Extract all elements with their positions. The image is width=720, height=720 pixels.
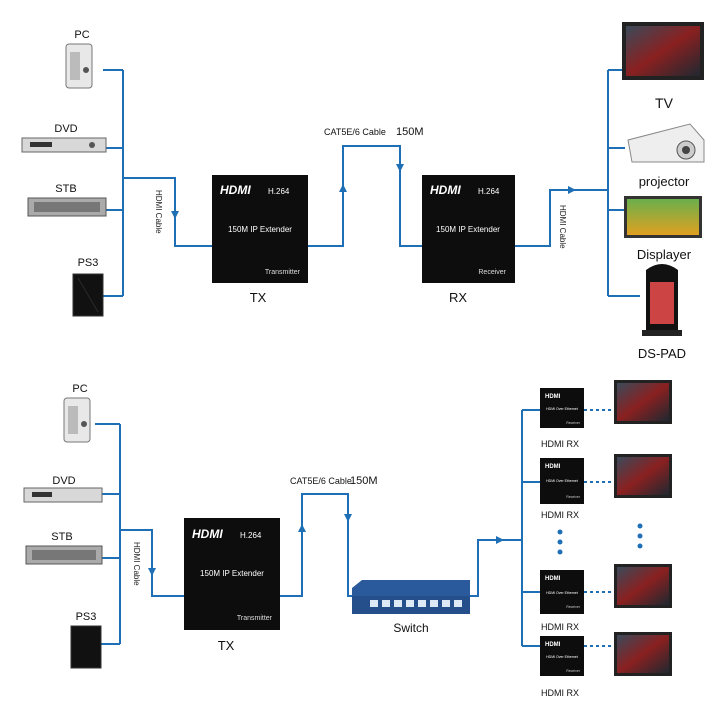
rx-unit-sub: Receiver [566, 669, 581, 673]
display-label-projector: projector [639, 174, 690, 189]
tx-caption: TX [250, 290, 267, 305]
tx-subtitle: Transmitter [265, 269, 301, 276]
top-diagram: PC DVD STB PS3 HDMI Cable HDMI H.264 [22, 22, 704, 361]
rx-unit-title: HDMI Over Ethernet [546, 479, 578, 483]
displayer-icon [624, 196, 702, 238]
rx-unit-brand: HDMI [545, 464, 561, 470]
top-rx-device: HDMI H.264 150M IP Extender Receiver [422, 175, 515, 283]
pc-tower-icon [66, 44, 92, 88]
rx-unit-brand: HDMI [545, 394, 561, 400]
rx-codec: H.264 [478, 187, 500, 196]
bottom-diagram: PC DVD STB PS3 HDMI Cable HDMI H.264 150… [24, 380, 672, 698]
b-stb-box-icon [26, 546, 102, 564]
tx-codec: H.264 [268, 187, 290, 196]
b-dvd-player-icon [24, 488, 102, 502]
tx-title: 150M IP Extender [228, 225, 292, 234]
tv-icon [614, 564, 672, 608]
cable-speed: 150M [396, 126, 424, 138]
switch-label: Switch [393, 621, 428, 635]
ellipsis-dots [558, 524, 643, 555]
source-label-stb: STB [55, 183, 76, 195]
dvd-player-icon [22, 138, 106, 152]
receiver-label: HDMI RX [541, 510, 579, 520]
b-source-label-dvd: DVD [52, 475, 75, 487]
bottom-tx-device: HDMI H.264 150M IP Extender Transmitter [184, 518, 280, 630]
b-tx-caption: TX [218, 638, 235, 653]
b-tx-subtitle: Transmitter [237, 615, 273, 622]
receiver-label: HDMI RX [541, 622, 579, 632]
hdmi-cable-label-in: HDMI Cable [154, 190, 163, 234]
rx-title: 150M IP Extender [436, 225, 500, 234]
receiver-label: HDMI RX [541, 439, 579, 449]
b-source-label-pc: PC [72, 383, 87, 395]
display-label-ds-pad: DS-PAD [638, 346, 686, 361]
b-tx-codec: H.264 [240, 531, 262, 540]
source-label-dvd: DVD [54, 123, 77, 135]
stb-box-icon [28, 198, 106, 216]
projector-icon [628, 124, 704, 162]
cable-label: CAT5E/6 Cable [324, 127, 386, 137]
b-cable-label: CAT5E/6 Cable [290, 476, 352, 486]
rx-unit-sub: Receiver [566, 421, 581, 425]
top-connector-lines [103, 70, 640, 296]
b-tx-title: 150M IP Extender [200, 569, 264, 578]
rx-unit-brand: HDMI [545, 576, 561, 582]
rx-brand-logo: HDMI [430, 183, 461, 197]
network-switch-icon [352, 580, 470, 614]
rx-unit-sub: Receiver [566, 495, 581, 499]
rx-unit-title: HDMI Over Ethernet [546, 407, 578, 411]
receiver-unit: HDMI HDMI Over Ethernet Receiver [540, 388, 584, 428]
rx-unit-title: HDMI Over Ethernet [546, 591, 578, 595]
rx-unit-sub: Receiver [566, 605, 581, 609]
receiver-unit: HDMI HDMI Over Ethernet Receiver [540, 636, 584, 676]
rx-unit-title: HDMI Over Ethernet [546, 655, 578, 659]
source-label-ps3: PS3 [78, 257, 99, 269]
b-tx-brand-logo: HDMI [192, 527, 223, 541]
tv-icon [622, 22, 704, 80]
display-label-displayer: Displayer [637, 247, 692, 262]
b-cable-speed: 150M [350, 475, 378, 487]
receiver-unit: HDMI HDMI Over Ethernet Receiver [540, 570, 584, 614]
b-source-label-ps3: PS3 [76, 611, 97, 623]
rx-subtitle: Receiver [478, 269, 506, 276]
tv-icon [614, 632, 672, 676]
top-cable-label: CAT5E/6 Cable 150M [324, 126, 424, 138]
receiver-label: HDMI RX [541, 688, 579, 698]
top-tx-device: HDMI H.264 150M IP Extender Transmitter [212, 175, 308, 283]
b-hdmi-cable-label: HDMI Cable [132, 542, 141, 586]
ds-pad-kiosk-icon [642, 264, 682, 336]
ps3-console-icon [73, 274, 103, 316]
b-pc-tower-icon [64, 398, 90, 442]
display-label-tv: TV [655, 95, 674, 111]
b-ps3-console-icon [71, 626, 101, 668]
tv-icon [614, 380, 672, 424]
rx-unit-brand: HDMI [545, 642, 561, 648]
tx-brand-logo: HDMI [220, 183, 251, 197]
receiver-unit: HDMI HDMI Over Ethernet Receiver [540, 458, 584, 504]
tv-icon [614, 454, 672, 498]
b-source-label-stb: STB [51, 531, 72, 543]
bottom-cable-label: CAT5E/6 Cable 150M [290, 475, 378, 487]
source-label-pc: PC [74, 29, 89, 41]
hdmi-cable-label-out: HDMI Cable [558, 205, 567, 249]
rx-caption: RX [449, 290, 467, 305]
